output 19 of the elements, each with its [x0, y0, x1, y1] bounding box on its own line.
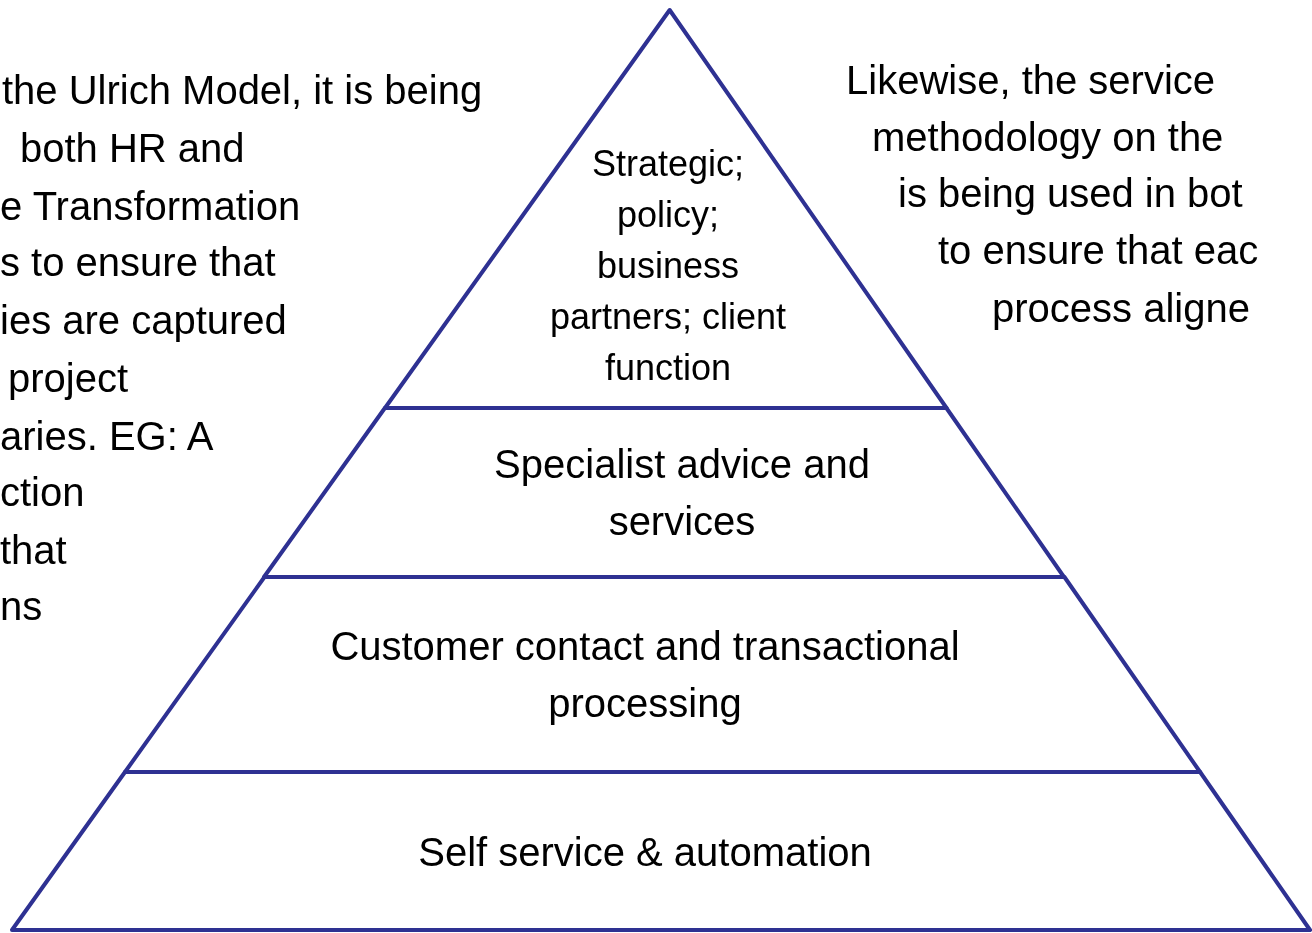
note-text: is being used in bot: [898, 173, 1243, 213]
tier-label: Self service & automation: [417, 829, 873, 876]
note-text: s to ensure that: [0, 242, 276, 282]
note-text: ns: [0, 586, 43, 626]
note-text: process aligne: [992, 288, 1250, 328]
note-text: methodology on the: [872, 117, 1224, 157]
note-text: project: [8, 358, 129, 398]
tier-label: Strategic; policy; business partners; client function: [548, 142, 788, 391]
note-text: aries. EG: A: [0, 416, 214, 456]
note-text: the Ulrich Model, it is being: [2, 70, 483, 110]
note-text: that: [0, 530, 67, 570]
note-text: both HR and: [20, 128, 245, 168]
tier-label: Customer contact and transactional processing: [329, 623, 961, 727]
note-text: ction: [0, 472, 85, 512]
note-text: to ensure that eac: [938, 230, 1259, 270]
note-text: Likewise, the service: [846, 60, 1216, 100]
note-text: ies are captured: [0, 300, 287, 340]
tier-label: Specialist advice and services: [493, 441, 871, 545]
note-text: e Transformation: [0, 186, 301, 226]
